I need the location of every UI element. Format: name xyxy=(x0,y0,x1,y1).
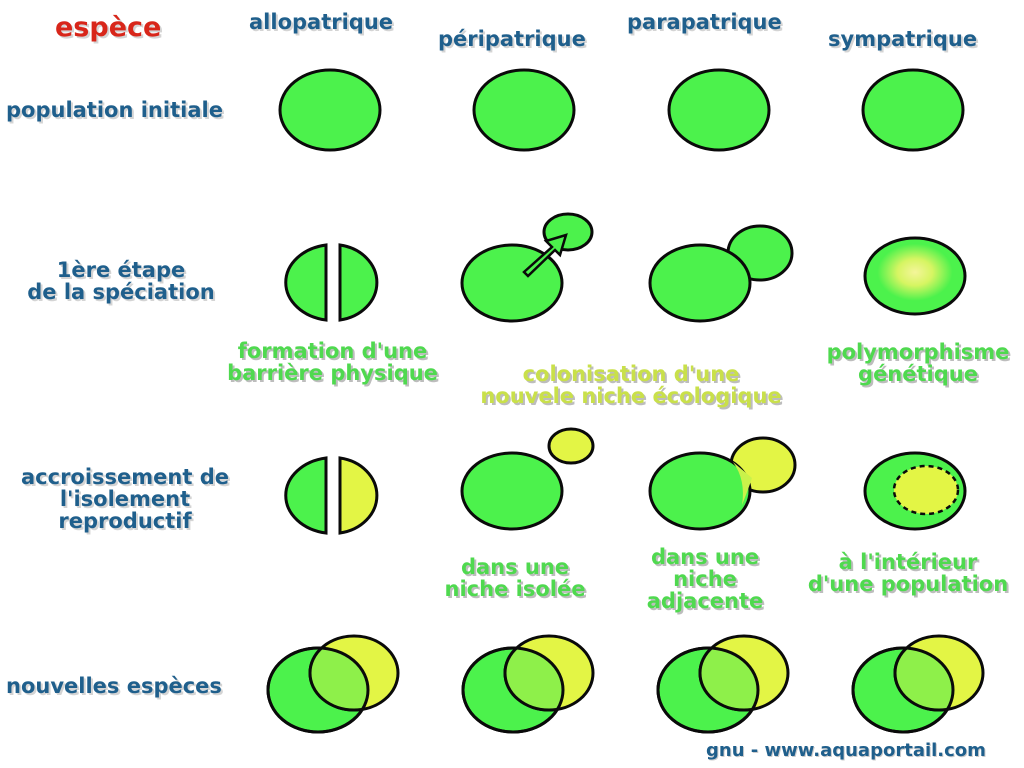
note-colonisation-line-1: colonisation d'une xyxy=(522,362,740,386)
note-polymorphism-line-1: polymorphisme xyxy=(826,340,1010,364)
allopatric-left-isolated xyxy=(284,456,328,535)
new-species-parapatric xyxy=(656,634,790,734)
row-header-first-stage: 1ère étape de la spéciation xyxy=(6,259,236,303)
row-header-initial: population initiale xyxy=(6,98,223,122)
row-header-isolation-line-1: accroissement de xyxy=(21,465,229,489)
diagram-title: espèce xyxy=(55,12,162,43)
new-species-sympatric xyxy=(851,634,985,734)
note-barrier-line-1: formation d'une xyxy=(237,339,428,363)
note-barrier-line-2: barrière physique xyxy=(227,361,438,386)
allopatric-left-half xyxy=(284,243,328,322)
sympatric-polymorphic-population xyxy=(863,236,967,316)
note-colonisation: colonisation d'une nouvele niche écologi… xyxy=(456,363,806,407)
row-header-first-stage-line-1: 1ère étape xyxy=(56,258,186,282)
note-isolated-niche-line-2: niche isolée xyxy=(444,577,586,602)
note-barrier: formation d'une barrière physique xyxy=(210,340,455,384)
population-peripatric xyxy=(472,68,576,152)
sympatric-subpopulation xyxy=(892,464,960,516)
note-inside-population-line-2: d'une population xyxy=(807,572,1009,597)
dispersal-arrow-icon xyxy=(522,233,568,278)
peripatric-isolated-niche xyxy=(547,427,595,465)
allopatric-right-half xyxy=(338,243,379,322)
note-adjacent-niche-line-3: adjacente xyxy=(646,589,764,614)
note-adjacent-niche: dans une niche adjacente xyxy=(630,546,780,612)
credit-text: gnu - www.aquaportail.com xyxy=(706,740,986,761)
note-adjacent-niche-line-2: niche xyxy=(673,567,737,592)
row-header-first-stage-line-2: de la spéciation xyxy=(27,280,215,305)
note-inside-population-line-1: à l'intérieur xyxy=(838,550,978,574)
new-species-allopatric xyxy=(266,634,400,734)
note-polymorphism: polymorphisme génétique xyxy=(812,341,1024,385)
note-polymorphism-line-2: génétique xyxy=(858,362,978,387)
parapatric-main-isolated xyxy=(648,451,752,531)
population-parapatric xyxy=(667,68,771,152)
population-sympatric xyxy=(861,68,965,152)
note-colonisation-line-2: nouvele niche écologique xyxy=(480,384,782,409)
new-species-peripatric xyxy=(461,634,595,734)
parapatric-main-population xyxy=(648,243,752,323)
note-isolated-niche-line-1: dans une xyxy=(460,555,570,579)
row-header-new-species: nouvelles espèces xyxy=(6,674,222,698)
row-header-isolation-line-3: reproductif xyxy=(58,509,192,534)
row-reproductive-isolation xyxy=(284,427,967,535)
row-initial-population xyxy=(278,68,965,152)
row-header-isolation: accroissement de l'isolement reproductif xyxy=(6,466,244,532)
row-new-species xyxy=(266,634,985,734)
allopatric-right-isolated xyxy=(338,456,379,535)
column-header-sympatric: sympatrique xyxy=(828,27,978,51)
note-isolated-niche: dans une niche isolée xyxy=(430,556,600,600)
peripatric-main-isolated xyxy=(460,451,564,531)
note-inside-population: à l'intérieur d'une population xyxy=(794,551,1022,595)
population-allopatric xyxy=(278,68,382,152)
column-header-peripatric: péripatrique xyxy=(438,27,586,51)
column-header-parapatric: parapatrique xyxy=(627,10,782,34)
row-first-stage xyxy=(284,212,967,323)
parapatric-gradient-blend xyxy=(733,462,752,505)
row-header-isolation-line-2: l'isolement xyxy=(59,487,191,512)
column-header-allopatric: allopatrique xyxy=(249,10,394,34)
note-adjacent-niche-line-1: dans une xyxy=(650,545,760,569)
